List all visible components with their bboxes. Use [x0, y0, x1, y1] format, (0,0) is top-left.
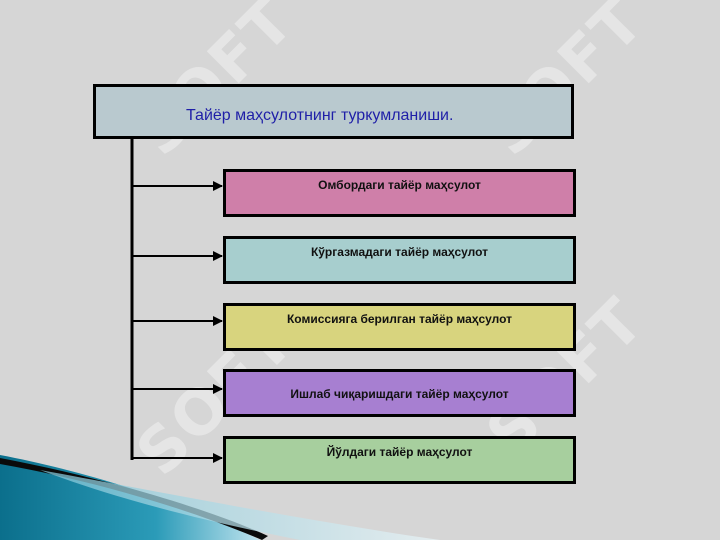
category-label: Омбордаги тайёр маҳсулот — [318, 178, 481, 192]
category-label: Кўргазмадаги тайёр маҳсулот — [310, 245, 489, 259]
category-box-production: Ишлаб чиқаришдаги тайёр маҳсулот — [223, 369, 576, 417]
category-label: Ишлаб чиқаришдаги тайёр маҳсулот — [290, 387, 509, 401]
category-box-warehouse: Омбордаги тайёр маҳсулот — [223, 169, 576, 217]
category-box-exhibition: Кўргазмадаги тайёр маҳсулот — [223, 236, 576, 284]
category-box-in-transit: Йўлдаги тайёр маҳсулот — [223, 436, 576, 484]
category-label: Комиссияга берилган тайёр маҳсулот — [286, 312, 513, 326]
diagram-title-box: Тайёр маҳсулотнинг туркумланиши. — [93, 84, 574, 139]
category-label: Йўлдаги тайёр маҳсулот — [326, 445, 473, 459]
diagram-title: Тайёр маҳсулотнинг туркумланиши. — [186, 107, 454, 124]
category-box-commission: Комиссияга берилган тайёр маҳсулот — [223, 303, 576, 351]
